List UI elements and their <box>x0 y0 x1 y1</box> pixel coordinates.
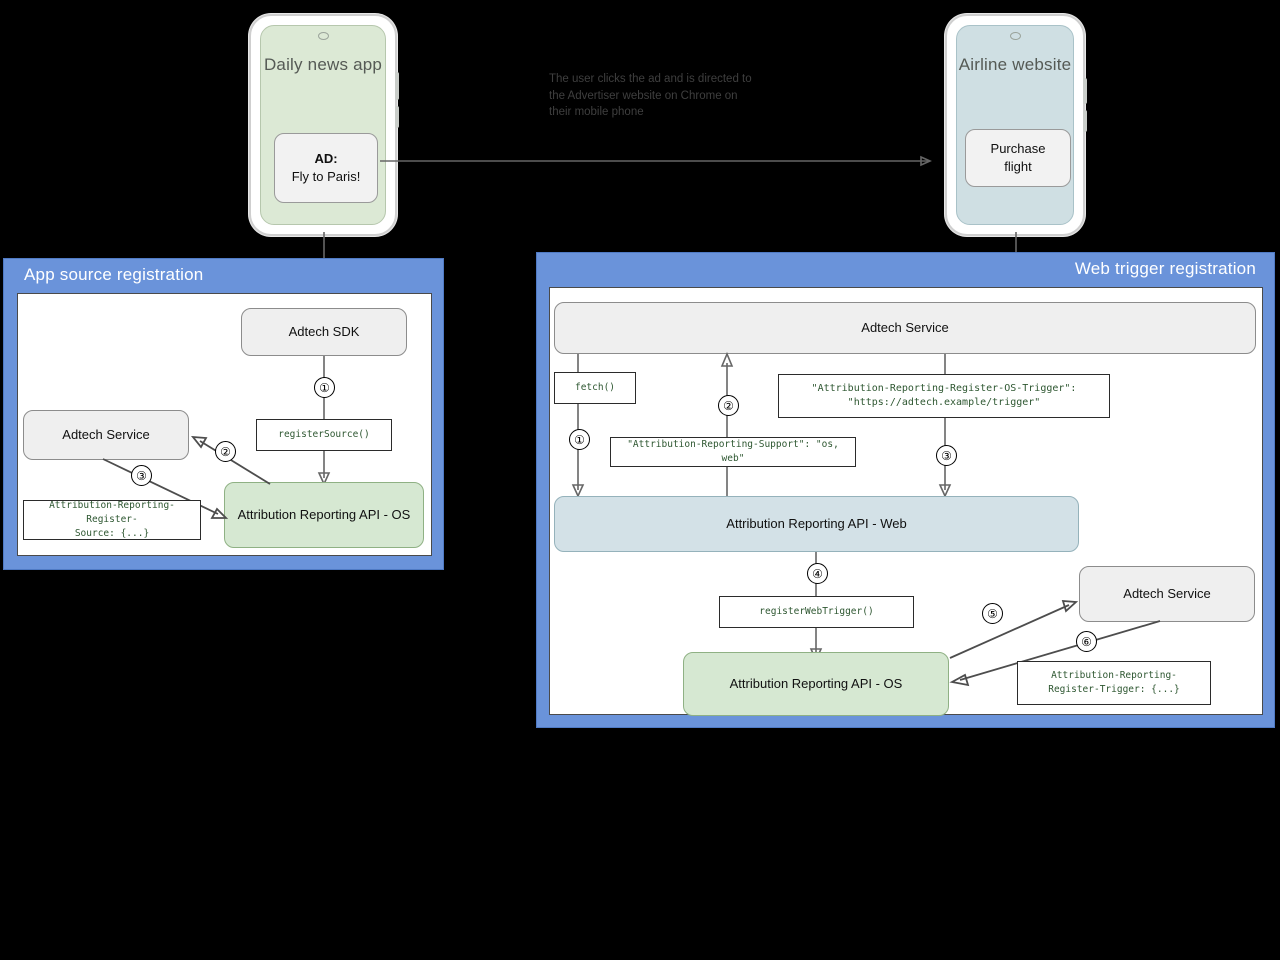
step-marker-left-1: ① <box>314 377 335 398</box>
connector-adtech-service-to-os-right <box>949 620 1161 687</box>
ad-text: Fly to Paris! <box>291 169 361 184</box>
phone-side-button-upper-right <box>1083 78 1087 104</box>
node-ar-api-web-label: Attribution Reporting API - Web <box>726 515 907 531</box>
codebox-register-os-trigger-text: "Attribution-Reporting-Register-OS-Trigg… <box>811 382 1077 409</box>
node-adtech-sdk-label: Adtech SDK <box>288 323 360 339</box>
node-adtech-service-top-right[interactable]: Adtech Service <box>554 302 1256 354</box>
purchase-flight-line2: flight <box>1004 159 1032 174</box>
connector-ar-api-web-to-adtech-support <box>720 351 734 498</box>
phone-screen-airline: Airline website <box>956 25 1074 225</box>
camera-icon-right <box>1009 32 1021 40</box>
step-marker-left-2: ② <box>215 441 236 462</box>
node-ar-api-os-left[interactable]: Attribution Reporting API - OS <box>224 482 424 548</box>
phone-side-button-lower-right <box>1083 110 1087 132</box>
codebox-support-header: "Attribution-Reporting-Support": "os, we… <box>610 437 856 467</box>
panel-title-web-trigger: Web trigger registration <box>1074 259 1256 278</box>
node-ar-api-os-right-label: Attribution Reporting API - OS <box>729 675 903 691</box>
ad-card-fly-to-paris[interactable]: AD: Fly to Paris! <box>274 133 378 203</box>
purchase-flight-line1: Purchase <box>990 141 1046 157</box>
step-marker-right-5: ⑤ <box>982 603 1003 624</box>
codebox-register-source-header-text: Attribution-Reporting-Register- Source: … <box>49 500 175 539</box>
codebox-register-web-trigger: registerWebTrigger() <box>719 596 914 628</box>
node-ar-api-os-left-label: Attribution Reporting API - OS <box>237 506 411 522</box>
codebox-register-os-trigger: "Attribution-Reporting-Register-OS-Trigg… <box>778 374 1110 418</box>
connector-fetch-to-ar-api-web <box>571 404 585 498</box>
step-marker-right-4: ④ <box>807 563 828 584</box>
connector-os-to-adtech-service-left <box>191 435 271 485</box>
step-marker-left-3: ③ <box>131 465 152 486</box>
codebox-fetch-text: fetch() <box>574 382 616 394</box>
phone-side-button-upper <box>395 72 399 100</box>
codebox-register-web-trigger-text: registerWebTrigger() <box>759 606 874 618</box>
connector-adtech-to-os-trigger-header <box>944 354 946 376</box>
node-adtech-service-bottom-right-label: Adtech Service <box>1123 585 1211 601</box>
phone-title-daily-news: Daily news app <box>263 55 383 74</box>
node-ar-api-os-right[interactable]: Attribution Reporting API - OS <box>683 652 949 716</box>
ad-label: AD: <box>314 151 338 167</box>
node-adtech-service-top-right-label: Adtech Service <box>861 319 949 335</box>
node-ar-api-web[interactable]: Attribution Reporting API - Web <box>554 496 1079 552</box>
step-marker-right-3: ③ <box>936 445 957 466</box>
step-marker-right-2: ② <box>718 395 739 416</box>
purchase-flight-button[interactable]: Purchase flight <box>965 129 1071 187</box>
phone-title-airline: Airline website <box>958 55 1072 74</box>
camera-icon <box>317 32 329 40</box>
codebox-register-trigger-header: Attribution-Reporting- Register-Trigger:… <box>1017 661 1211 705</box>
codebox-register-trigger-header-text: Attribution-Reporting- Register-Trigger:… <box>1048 670 1180 695</box>
connector-os-to-adtech-service-right <box>949 600 1079 659</box>
node-adtech-service-left-label: Adtech Service <box>62 426 150 442</box>
phone-side-button-lower <box>395 106 399 128</box>
phone-daily-news-app: Daily news app AD: Fly to Paris! <box>249 14 399 236</box>
node-adtech-service-left[interactable]: Adtech Service <box>23 410 189 460</box>
codebox-register-source-text: registerSource() <box>278 429 370 441</box>
connector-ad-to-airline <box>380 155 932 167</box>
codebox-register-source: registerSource() <box>256 419 392 451</box>
step-marker-right-1: ① <box>569 429 590 450</box>
node-adtech-sdk[interactable]: Adtech SDK <box>241 308 407 356</box>
step-marker-right-6: ⑥ <box>1076 631 1097 652</box>
connector-sdk-to-os <box>317 356 331 486</box>
panel-title-app-source: App source registration <box>24 265 204 284</box>
codebox-register-source-header: Attribution-Reporting-Register- Source: … <box>23 500 201 540</box>
codebox-support-header-text: "Attribution-Reporting-Support": "os, we… <box>627 439 839 464</box>
codebox-fetch: fetch() <box>554 372 636 404</box>
annotation-user-clicks-ad: The user clicks the ad and is directed t… <box>549 73 752 119</box>
node-adtech-service-bottom-right[interactable]: Adtech Service <box>1079 566 1255 622</box>
phone-airline-website: Airline website Purchase flight <box>945 14 1087 236</box>
connector-adtech-to-fetch <box>577 354 579 374</box>
